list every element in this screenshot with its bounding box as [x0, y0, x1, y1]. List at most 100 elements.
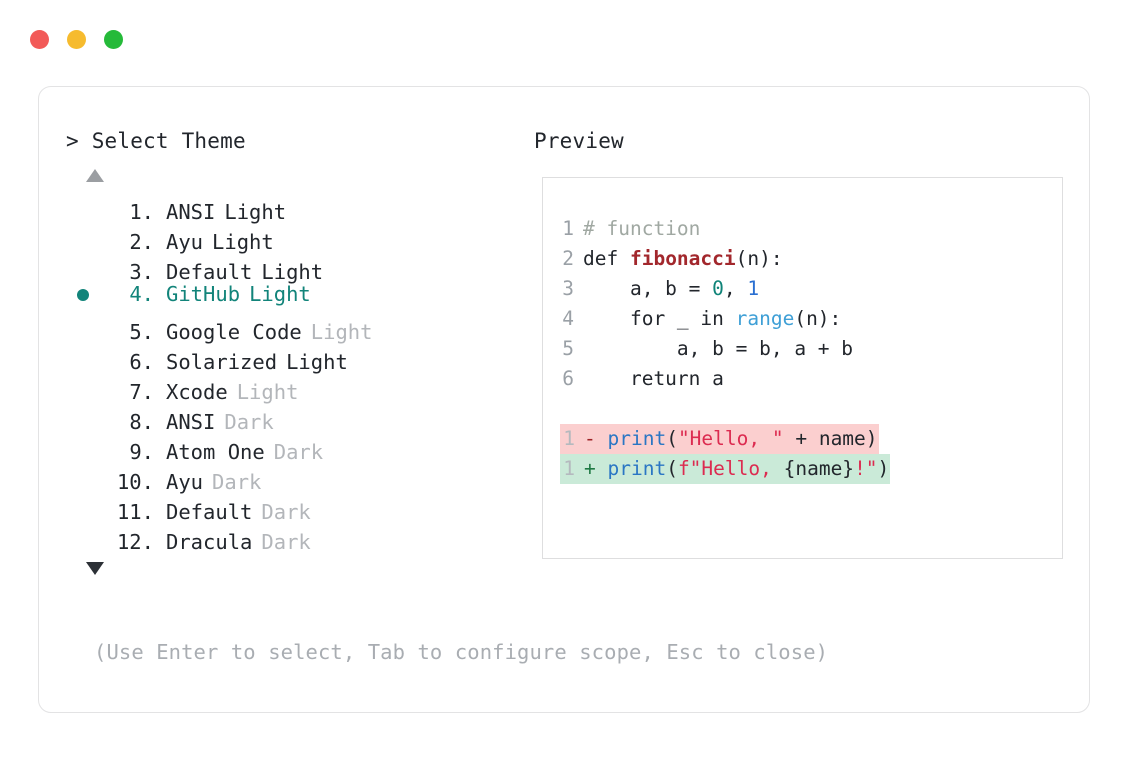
code-token: # function: [583, 217, 701, 240]
code-line-number: 5: [562, 337, 574, 360]
theme-item-variant: Light: [224, 200, 287, 224]
theme-list-item[interactable]: 6. Solarized Light: [66, 339, 534, 374]
selection-bullet-cell: [66, 369, 102, 399]
diff-line-number: 1: [563, 457, 575, 480]
theme-list-item[interactable]: 7. Xcode Light: [66, 369, 534, 404]
selection-bullet-cell: [66, 249, 102, 279]
theme-item-variant: Light: [249, 282, 311, 306]
theme-item-index: 8.: [129, 410, 154, 434]
selection-bullet-cell: [66, 489, 102, 519]
diff-highlight: 1+ print(f"Hello, {name}!"): [560, 454, 891, 484]
theme-item-variant: Light: [261, 260, 324, 284]
code-token: fibonacci: [629, 247, 736, 270]
selection-bullet-cell: [66, 280, 102, 310]
theme-list-item[interactable]: 4. GitHub Light: [66, 279, 534, 309]
theme-item-variant: Dark: [261, 500, 311, 524]
selection-bullet-cell: [66, 399, 102, 429]
theme-item-name: ANSI: [166, 410, 216, 434]
theme-item-index: 11.: [116, 500, 154, 524]
code-token: !": [854, 457, 878, 480]
minimize-window-button[interactable]: [67, 30, 86, 49]
theme-list-item[interactable]: 8. ANSI Dark: [66, 399, 534, 434]
code-line: 3 a, b = 0, 1: [560, 274, 1062, 304]
theme-item-variant: Light: [212, 230, 274, 254]
theme-item-variant: Dark: [224, 410, 274, 434]
scroll-up-icon[interactable]: [86, 169, 104, 182]
theme-list-item[interactable]: 11. Default Dark: [66, 489, 534, 524]
code-token: {name}: [783, 457, 855, 480]
code-token: range: [735, 307, 795, 330]
theme-item-name: Google Code: [166, 320, 302, 344]
close-window-button[interactable]: [30, 30, 49, 49]
window-traffic-lights: [30, 30, 123, 49]
theme-list-item[interactable]: 9. Atom One Dark: [66, 429, 534, 464]
code-token: a, b =: [583, 277, 713, 300]
code-line: 4 for _ in range(n):: [560, 304, 1062, 334]
diff-block: 1- print("Hello, " + name)1+ print(f"Hel…: [560, 424, 1062, 484]
maximize-window-button[interactable]: [104, 30, 123, 49]
code-token: print: [607, 457, 667, 480]
theme-item-index: 10.: [116, 470, 154, 494]
code-line-number: 1: [562, 217, 574, 240]
selection-bullet-cell: [66, 459, 102, 489]
code-token: return a: [583, 367, 724, 390]
diff-sign: +: [584, 457, 608, 480]
theme-item-variant: Light: [236, 380, 299, 404]
code-token: def: [583, 247, 630, 270]
theme-item-name: Default: [166, 260, 253, 284]
scroll-down-icon[interactable]: [86, 562, 104, 575]
selection-bullet-cell: [66, 519, 102, 549]
theme-item-index: 7.: [129, 380, 154, 404]
theme-item-variant: Dark: [273, 440, 324, 464]
code-token: 1: [747, 277, 760, 300]
theme-item-index: 5.: [129, 320, 154, 344]
theme-item-index: 4.: [129, 282, 154, 306]
theme-item-name: Ayu: [166, 230, 204, 254]
theme-item-variant: Light: [310, 320, 373, 344]
theme-item-variant: Light: [286, 350, 348, 374]
code-token: 0: [712, 277, 724, 300]
diff-line-number: 1: [563, 427, 575, 450]
theme-item-name: Solarized: [166, 350, 278, 374]
code-token: a, b = b, a + b: [583, 337, 854, 360]
selection-bullet-cell: [66, 309, 102, 339]
code-token: (: [666, 457, 678, 480]
selected-bullet-icon: [77, 289, 89, 301]
code-token: for _ in: [583, 307, 736, 330]
code-token: ): [877, 457, 890, 480]
code-line: 6 return a: [560, 364, 1062, 394]
code-token: (n):: [794, 307, 842, 330]
theme-item-name: GitHub: [166, 282, 241, 306]
theme-list-item[interactable]: 5. Google Code Light: [66, 309, 534, 344]
code-line-number: 6: [562, 367, 574, 390]
theme-item-index: 9.: [129, 440, 154, 464]
theme-item-variant: Dark: [261, 530, 311, 554]
theme-item-name: Xcode: [166, 380, 228, 404]
theme-item-name: Default: [166, 500, 253, 524]
theme-item-name: ANSI: [166, 200, 216, 224]
code-token: ,: [723, 277, 748, 300]
theme-item-index: 6.: [129, 350, 154, 374]
page-title: Select Theme: [91, 129, 246, 153]
theme-item-name: Atom One: [166, 440, 265, 464]
theme-item-name: Dracula: [166, 530, 253, 554]
diff-line-minus: 1- print("Hello, " + name): [560, 424, 1062, 454]
selection-bullet-cell: [66, 339, 102, 369]
prompt-header: > Select Theme: [66, 127, 534, 155]
code-token: (n):: [735, 247, 783, 270]
prompt-marker: >: [66, 129, 79, 153]
selection-bullet-cell: [66, 219, 102, 249]
theme-item-name: Ayu: [166, 470, 204, 494]
code-token: print: [607, 427, 667, 450]
